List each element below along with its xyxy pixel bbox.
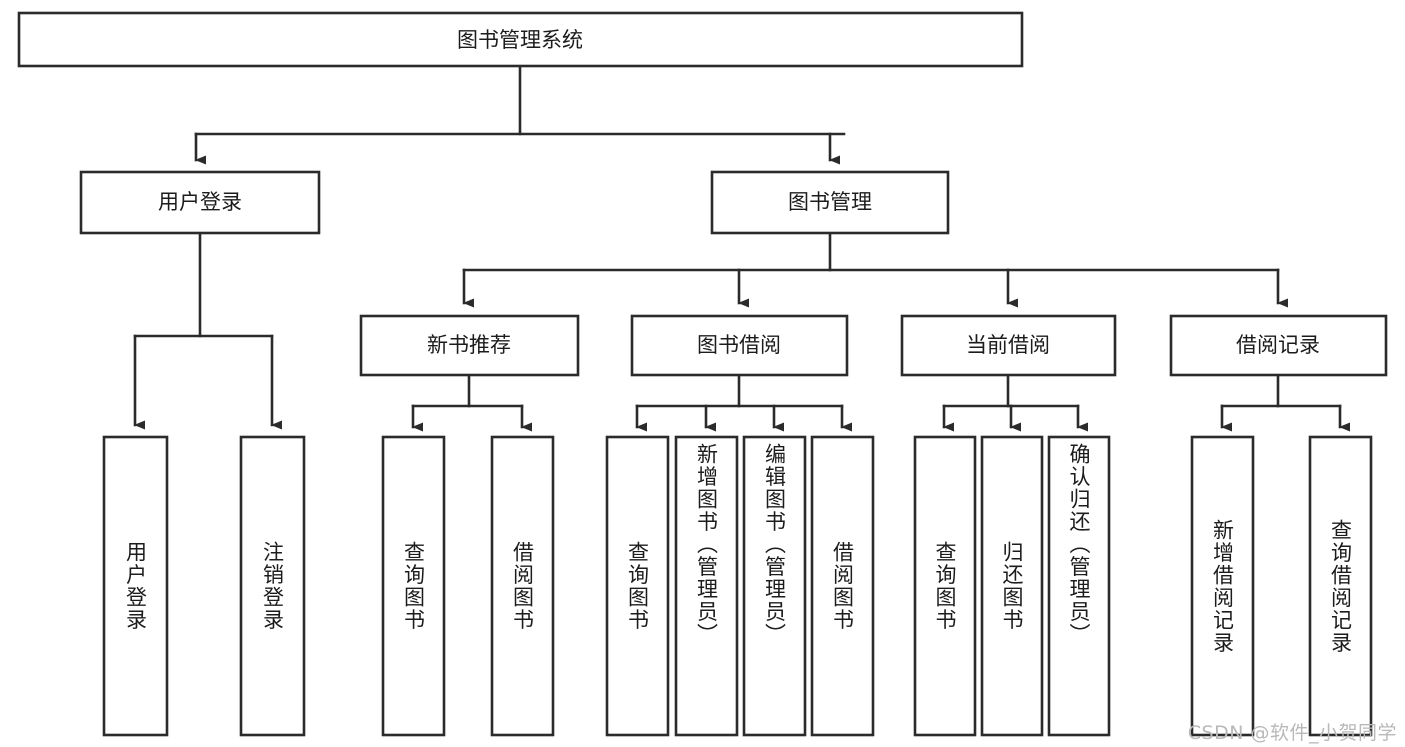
node-root[interactable]: 图书管理系统 xyxy=(17,11,1024,68)
node-user-login[interactable]: 用户登录 xyxy=(79,170,321,235)
node-book-borrow-label: 图书借阅 xyxy=(697,333,781,357)
leaf-rect-bb-borrow-book[interactable] xyxy=(810,435,875,737)
leaf-rect-br-add-record[interactable] xyxy=(1190,435,1255,737)
connector-userlogin-to-leaves xyxy=(133,231,282,430)
connector-root-to-level2 xyxy=(194,64,846,165)
node-new-book-recommend[interactable]: 新书推荐 xyxy=(359,314,580,377)
leaf-rect-user-login[interactable] xyxy=(102,435,169,737)
leaf-rects xyxy=(102,435,1373,737)
connector-borrowrecord-to-leaves xyxy=(1220,373,1350,432)
node-book-borrow[interactable]: 图书借阅 xyxy=(630,314,849,377)
node-borrow-record[interactable]: 借阅记录 xyxy=(1169,314,1388,377)
watermark-text: CSDN @软件_小贺同学 xyxy=(1187,722,1397,744)
leaf-rect-br-query-record[interactable] xyxy=(1308,435,1373,737)
leaf-rect-cb-confirm-return[interactable] xyxy=(1047,435,1111,737)
leaf-rect-bb-add-book[interactable] xyxy=(674,435,739,737)
node-current-borrow[interactable]: 当前借阅 xyxy=(900,314,1117,377)
leaf-rect-bb-edit-book[interactable] xyxy=(742,435,807,737)
node-user-login-label: 用户登录 xyxy=(158,190,242,214)
leaf-rect-nb-query-book[interactable] xyxy=(381,435,446,737)
node-borrow-record-label: 借阅记录 xyxy=(1236,333,1320,357)
leaf-rect-logout[interactable] xyxy=(239,435,306,737)
node-book-management-label: 图书管理 xyxy=(788,190,872,214)
connector-newbook-to-leaves xyxy=(411,373,532,432)
connector-bookborrow-to-leaves xyxy=(635,373,852,432)
connector-currentborrow-to-leaves xyxy=(942,373,1088,432)
leaf-rect-nb-borrow-book[interactable] xyxy=(490,435,555,737)
node-book-management[interactable]: 图书管理 xyxy=(710,170,950,235)
leaf-rect-cb-return-book[interactable] xyxy=(980,435,1044,737)
leaf-rect-cb-query-book[interactable] xyxy=(913,435,977,737)
leaf-rect-bb-query-book[interactable] xyxy=(605,435,670,737)
connector-bookmgmt-to-level3 xyxy=(462,231,1288,308)
node-new-book-recommend-label: 新书推荐 xyxy=(427,333,511,357)
node-root-label: 图书管理系统 xyxy=(457,28,583,52)
node-current-borrow-label: 当前借阅 xyxy=(966,333,1050,357)
